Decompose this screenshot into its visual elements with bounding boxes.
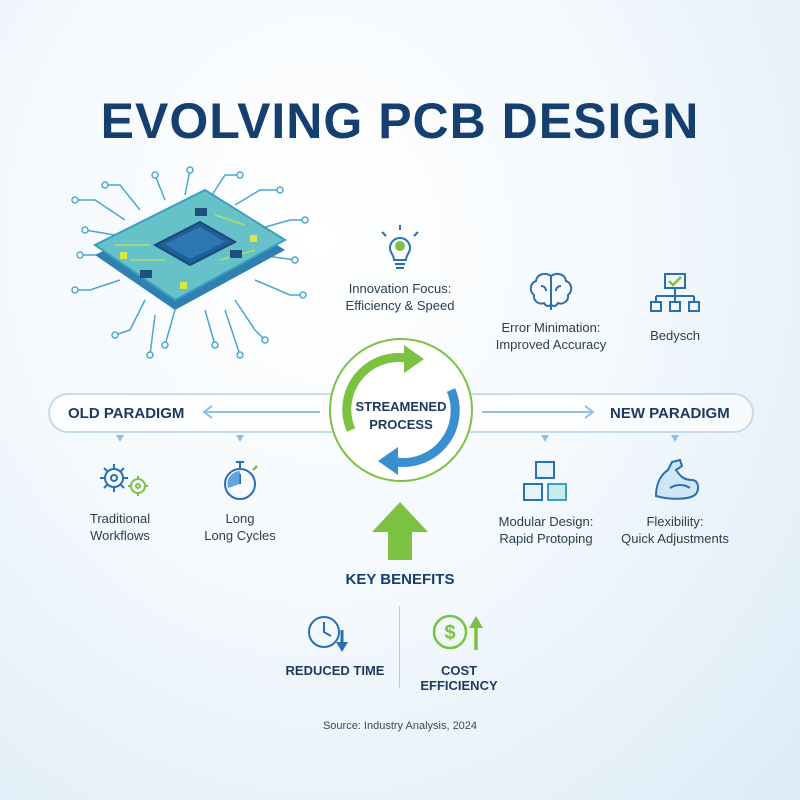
- cost-efficiency-label: COST EFFICIENCY: [420, 663, 498, 693]
- innovation-focus-title: Innovation Focus:: [348, 281, 452, 296]
- long-cycles-title: Long: [225, 511, 255, 526]
- innovation-focus-subtitle: Efficiency & Speed: [345, 298, 455, 313]
- long-cycles-subtitle: Long Cycles: [204, 528, 276, 543]
- circuit-board-illustration: [71, 166, 309, 359]
- traditional-workflows-label: Traditional Workflows: [70, 510, 170, 544]
- modular-design-subtitle: Rapid Protoping: [499, 531, 593, 546]
- key-benefits-heading: KEY BENEFITS: [345, 571, 455, 588]
- long-cycles-label: Long Long Cycles: [188, 510, 292, 544]
- streamlined-process-label: STREAMENED PROCESS: [336, 398, 466, 434]
- innovation-focus-label: Innovation Focus: Efficiency & Speed: [322, 280, 478, 314]
- bedysch-label: Bedysch: [650, 328, 700, 343]
- brain-icon: [529, 272, 573, 310]
- flexibility-label: Flexibility: Quick Adjustments: [614, 513, 736, 547]
- benefits-divider: [399, 606, 400, 688]
- traditional-workflows-title: Traditional: [89, 511, 151, 526]
- streamlined-process-line1: STREAMENED: [355, 399, 447, 414]
- paradigm-arrows: [116, 405, 679, 442]
- reduced-time-label: REDUCED TIME: [285, 663, 385, 678]
- lightbulb-icon: [381, 225, 419, 269]
- error-minimation-subtitle: Improved Accuracy: [495, 337, 607, 352]
- traditional-workflows-subtitle: Workflows: [90, 528, 150, 543]
- error-minimation-label: Error Minimation: Improved Accuracy: [480, 319, 622, 353]
- flexibility-title: Flexibility:: [646, 514, 704, 529]
- gears-icon: [100, 464, 148, 496]
- page-title: EVOLVING PCB DESIGN: [100, 93, 700, 149]
- modular-design-label: Modular Design: Rapid Protoping: [488, 513, 604, 547]
- flexibility-subtitle: Quick Adjustments: [621, 531, 729, 546]
- streamlined-process-line2: PROCESS: [369, 417, 433, 432]
- source-caption: Source: Industry Analysis, 2024: [322, 720, 478, 732]
- dollar-up-icon: $: [432, 614, 483, 650]
- stopwatch-icon: [224, 461, 258, 500]
- old-paradigm-label: OLD PARADIGM: [68, 405, 185, 422]
- cycle-arrows-icon: [329, 338, 473, 482]
- svg-text:$: $: [444, 622, 455, 644]
- up-arrow-icon: [372, 502, 428, 560]
- hierarchy-check-icon: [650, 273, 700, 312]
- new-paradigm-label: NEW PARADIGM: [610, 405, 730, 422]
- flexed-arm-icon: [654, 458, 700, 500]
- cubes-icon: [523, 461, 567, 501]
- modular-design-title: Modular Design:: [498, 514, 594, 529]
- clock-down-icon: [308, 616, 348, 652]
- error-minimation-title: Error Minimation:: [501, 320, 601, 335]
